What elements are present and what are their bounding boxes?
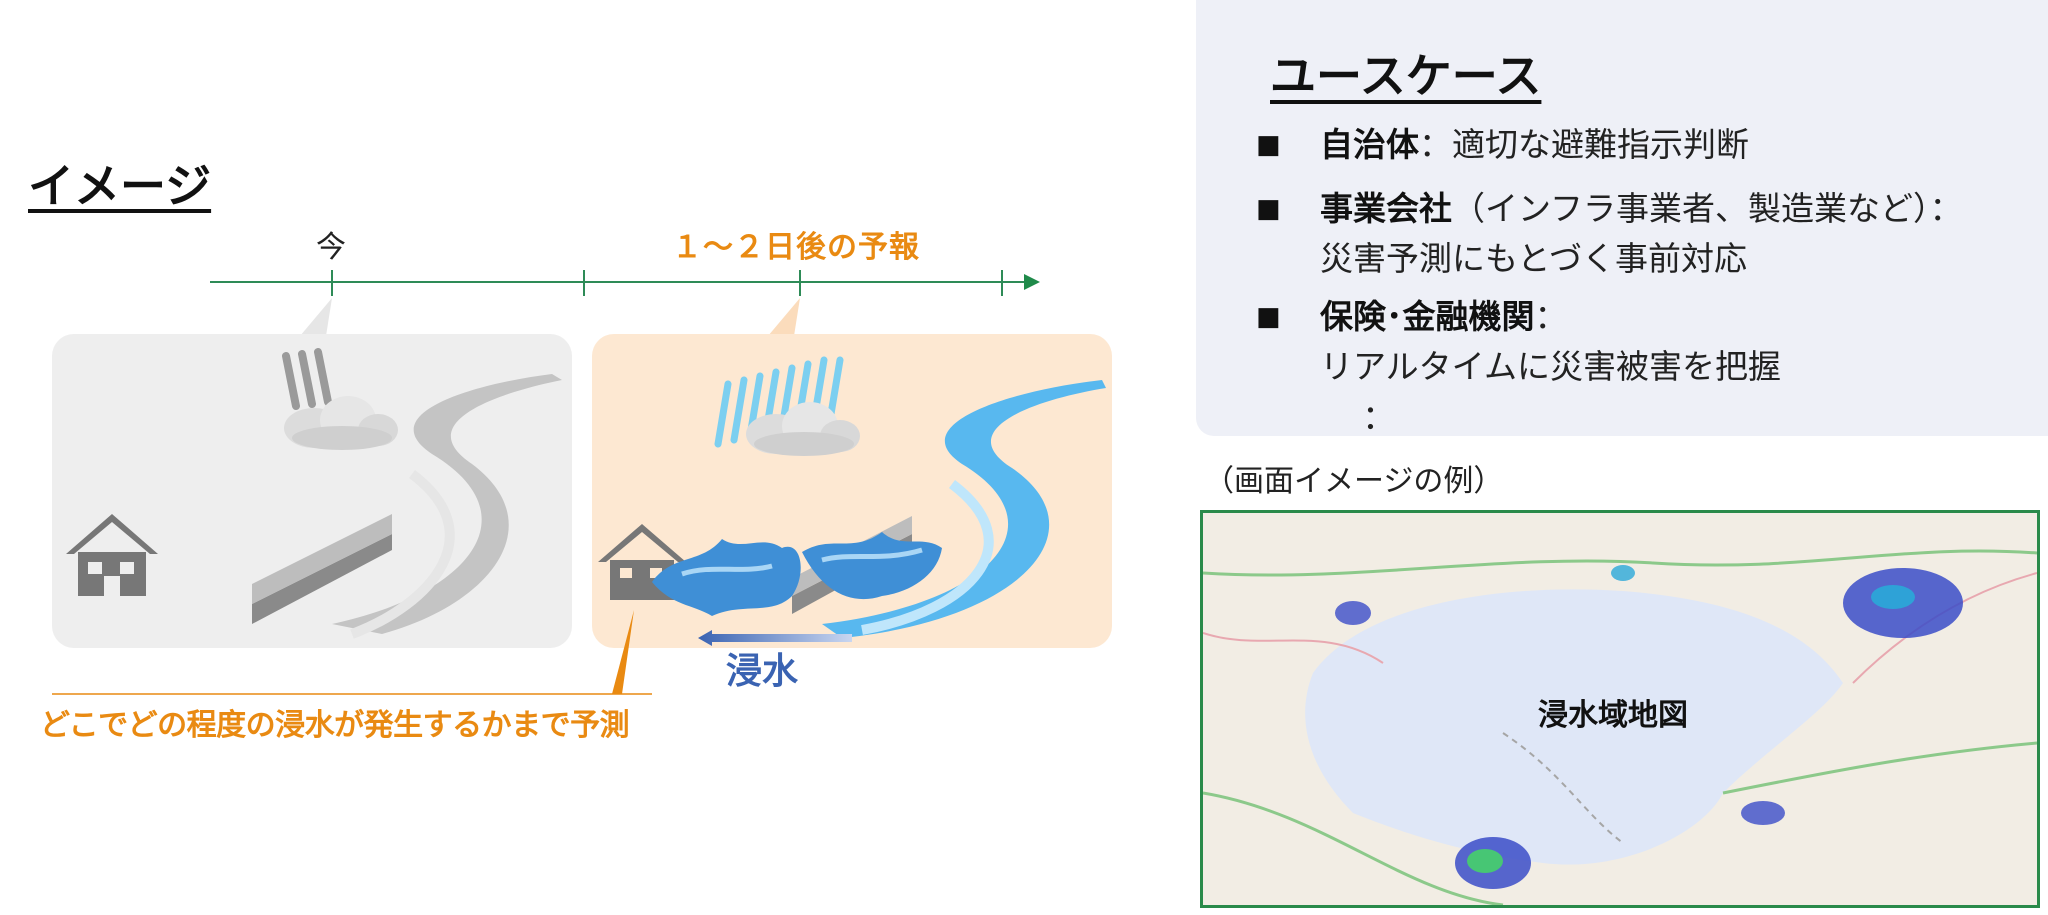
flood-area: [1335, 565, 1963, 889]
usecase-item-rest: ：適切な避難指示判断: [1419, 125, 1749, 164]
usecase-item-rest: （インフラ事業者、製造業など）：: [1452, 189, 1963, 228]
flood-water-icon: [652, 532, 942, 616]
cloud-icon: [746, 402, 860, 456]
usecase-panel: [1196, 0, 2048, 436]
callout-pointer-now: [300, 298, 332, 336]
river-icon: [332, 374, 562, 639]
usecase-item-insurance: 保険･金融機関： リアルタイムに災害被害を把握: [1320, 292, 1781, 392]
image-heading: イメージ: [28, 159, 212, 213]
bullet-icon: ■: [1256, 302, 1281, 332]
callout-pointer-forecast: [768, 298, 800, 336]
annotations: [52, 610, 852, 695]
timeline-arrowhead: [1024, 274, 1040, 290]
flood-map[interactable]: [1200, 510, 2040, 908]
timeline-label-now: 今: [316, 230, 346, 265]
flood-label: 浸水: [726, 651, 799, 692]
bullet-icon: ■: [1256, 194, 1281, 224]
flood-direction-arrow: [698, 630, 852, 646]
rain-icon: [714, 356, 844, 448]
panel-current: [52, 334, 572, 648]
map-road: [1722, 741, 2037, 795]
rain-icon: [282, 348, 332, 410]
cloud-icon: [284, 396, 398, 450]
map-road: [1203, 632, 1384, 664]
map-bay: [1305, 589, 1843, 865]
screen-image-caption: （画面イメージの例）: [1204, 464, 1504, 499]
timeline: [210, 270, 1040, 336]
timeline-label-forecast: １～２日後の予報: [672, 230, 920, 265]
usecase-item-municipality: 自治体：適切な避難指示判断: [1320, 120, 1749, 170]
usecase-ellipsis: ：: [1362, 398, 1396, 438]
levee-icon: [252, 514, 392, 624]
usecase-item-line2: リアルタイムに災害被害を把握: [1320, 347, 1782, 386]
house-icon: [66, 514, 158, 596]
usecase-item-business: 事業会社（インフラ事業者、製造業など）： 災害予測にもとづく事前対応: [1320, 184, 1963, 284]
usecase-item-line2: 災害予測にもとづく事前対応: [1320, 239, 1748, 278]
usecase-item-strong: 事業会社: [1320, 189, 1452, 228]
usecase-item-strong: 保険･金融機関: [1320, 297, 1535, 336]
map-route: [1502, 732, 1624, 844]
panel-forecast: [592, 334, 1112, 648]
bullet-icon: ■: [1256, 130, 1281, 160]
usecase-item-strong: 自治体: [1320, 125, 1419, 164]
usecase-title: ユースケース: [1270, 49, 1542, 103]
river-icon: [822, 380, 1106, 638]
map-road: [1203, 549, 2037, 577]
usecase-item-rest: ：: [1534, 297, 1568, 336]
caption-pointer: [612, 610, 634, 694]
map-road: [1203, 791, 1504, 905]
prediction-caption: どこでどの程度の浸水が発生するかまで予測: [40, 708, 630, 743]
map-label: 浸水域地図: [1538, 698, 1688, 733]
